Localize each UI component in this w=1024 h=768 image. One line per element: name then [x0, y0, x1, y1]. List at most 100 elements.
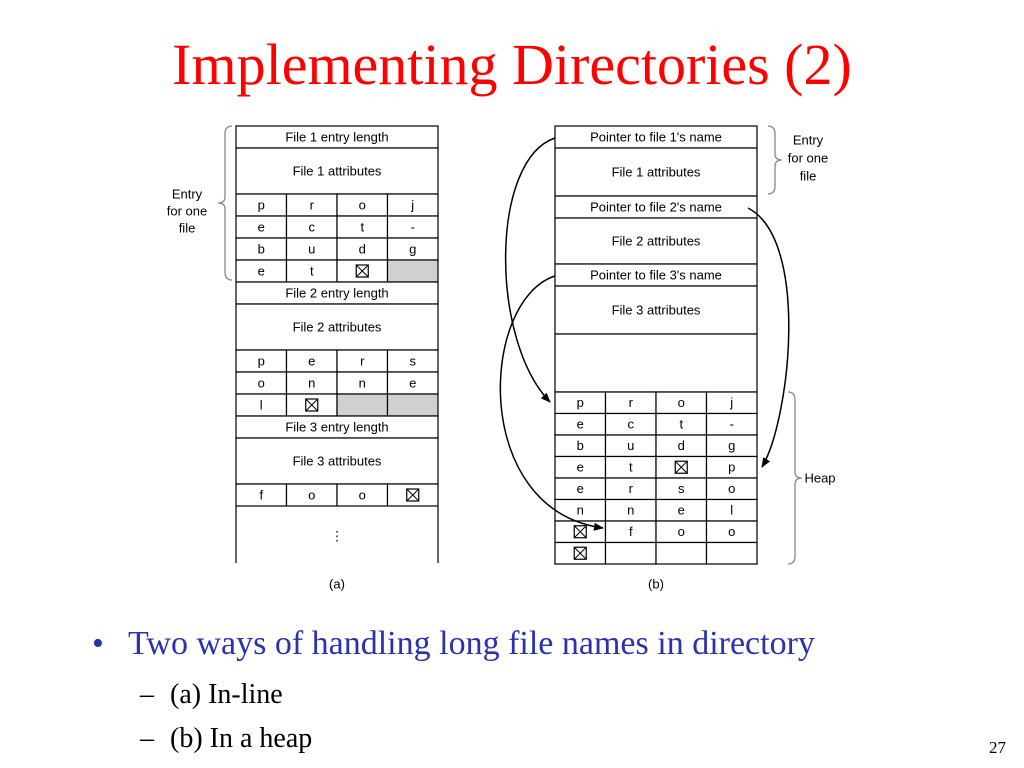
- char-text: e: [258, 263, 265, 278]
- char-text: o: [728, 481, 735, 496]
- char-text: o: [359, 197, 366, 212]
- char-text: n: [308, 375, 315, 390]
- end-of-name-marker-icon: [573, 525, 587, 539]
- char-text: e: [678, 503, 685, 518]
- char-text: b: [258, 241, 265, 256]
- sub-item-heap: –(b) In a heap: [140, 722, 312, 756]
- char-text: r: [629, 481, 634, 496]
- attributes-label: File 3 attributes: [293, 453, 382, 468]
- char-cell: [655, 541, 708, 565]
- char-text: c: [309, 219, 316, 234]
- char-text: s: [678, 481, 685, 496]
- char-text: -: [411, 219, 415, 234]
- end-of-name-marker-icon: [406, 488, 420, 502]
- char-text: r: [360, 353, 365, 368]
- char-text: e: [409, 375, 416, 390]
- name-pointer-label: Pointer to file 1's name: [590, 129, 722, 144]
- char-text: p: [258, 197, 265, 212]
- char-text: r: [310, 197, 315, 212]
- attributes-label: File 1 attributes: [293, 163, 382, 178]
- sub-item-text: (b) In a heap: [170, 723, 313, 754]
- char-text: n: [359, 375, 366, 390]
- sub-item-inline: –(a) In-line: [140, 678, 283, 712]
- char-text: e: [308, 353, 315, 368]
- entry-label: file: [179, 220, 196, 235]
- char-text: j: [729, 395, 733, 410]
- pointer-arrow-file3: [499, 275, 604, 531]
- char-text: t: [310, 263, 314, 278]
- char-cell: [705, 541, 758, 565]
- entry-label: file: [800, 168, 817, 183]
- entry-label: Entry: [793, 132, 824, 147]
- char-text: g: [409, 241, 416, 256]
- name-pointer-label: Pointer to file 2's name: [590, 199, 722, 214]
- char-text: s: [410, 353, 417, 368]
- char-text: n: [627, 503, 634, 518]
- char-text: e: [577, 460, 584, 475]
- char-text: g: [728, 438, 735, 453]
- char-text: p: [258, 353, 265, 368]
- char-text: r: [629, 395, 634, 410]
- attributes-label: File 2 attributes: [293, 319, 382, 334]
- char-text: d: [359, 241, 366, 256]
- entry-length-label: File 3 entry length: [285, 419, 388, 434]
- char-text: t: [679, 417, 683, 432]
- char-text: o: [678, 524, 685, 539]
- dash-icon: –: [140, 723, 154, 754]
- char-text: b: [577, 438, 584, 453]
- main-bullet: • Two ways of handling long file names in…: [92, 622, 815, 666]
- end-of-name-marker-icon: [355, 264, 369, 278]
- heap-label: Heap: [804, 470, 835, 485]
- ellipsis-icon: ⋮: [331, 528, 344, 543]
- pointer-arrow-file2: [747, 207, 790, 468]
- char-text: f: [629, 524, 633, 539]
- char-text: p: [577, 395, 584, 410]
- attributes-label: File 1 attributes: [612, 164, 701, 179]
- attributes-cell: [235, 147, 439, 195]
- entry-label: for one: [167, 203, 207, 218]
- char-text: e: [258, 219, 265, 234]
- entry-brace: [217, 125, 233, 281]
- page-number: 27: [989, 738, 1006, 757]
- char-text: o: [258, 375, 265, 390]
- char-text: j: [410, 197, 414, 212]
- name-pointer-label: Pointer to file 3's name: [590, 267, 722, 282]
- char-text: o: [308, 487, 315, 502]
- attributes-cell: [554, 217, 758, 265]
- bullet-dot-icon: •: [92, 625, 104, 662]
- char-text: e: [577, 481, 584, 496]
- entry-label: for one: [788, 150, 828, 165]
- char-text: e: [577, 417, 584, 432]
- name-pointer-arrows: [499, 137, 790, 531]
- char-text: -: [730, 417, 734, 432]
- end-of-name-marker-icon: [305, 398, 319, 412]
- attributes-label: File 3 attributes: [612, 302, 701, 317]
- end-of-name-marker-icon: [573, 546, 587, 560]
- char-cell: [386, 259, 439, 283]
- char-text: t: [629, 460, 633, 475]
- attributes-cell: [235, 303, 439, 351]
- char-text: d: [678, 438, 685, 453]
- bullet-text: Two ways of handling long file names in …: [128, 625, 815, 662]
- char-text: u: [627, 438, 634, 453]
- char-text: f: [259, 487, 263, 502]
- char-text: t: [360, 219, 364, 234]
- entry-label: Entry: [172, 186, 203, 201]
- char-text: c: [628, 417, 635, 432]
- caption-b: (b): [648, 576, 664, 591]
- attributes-label: File 2 attributes: [612, 233, 701, 248]
- end-of-name-marker-icon: [674, 460, 688, 474]
- char-cell: [386, 393, 439, 417]
- pointer-arrow-file1: [504, 137, 556, 403]
- heap-brace: [787, 391, 803, 565]
- slide-title: Implementing Directories (2): [172, 32, 852, 97]
- dash-icon: –: [140, 679, 154, 710]
- free-space: [554, 333, 758, 393]
- char-text: l: [260, 397, 263, 412]
- char-text: n: [577, 503, 584, 518]
- attributes-cell: [554, 147, 758, 197]
- char-text: u: [308, 241, 315, 256]
- caption-a: (a): [329, 576, 345, 591]
